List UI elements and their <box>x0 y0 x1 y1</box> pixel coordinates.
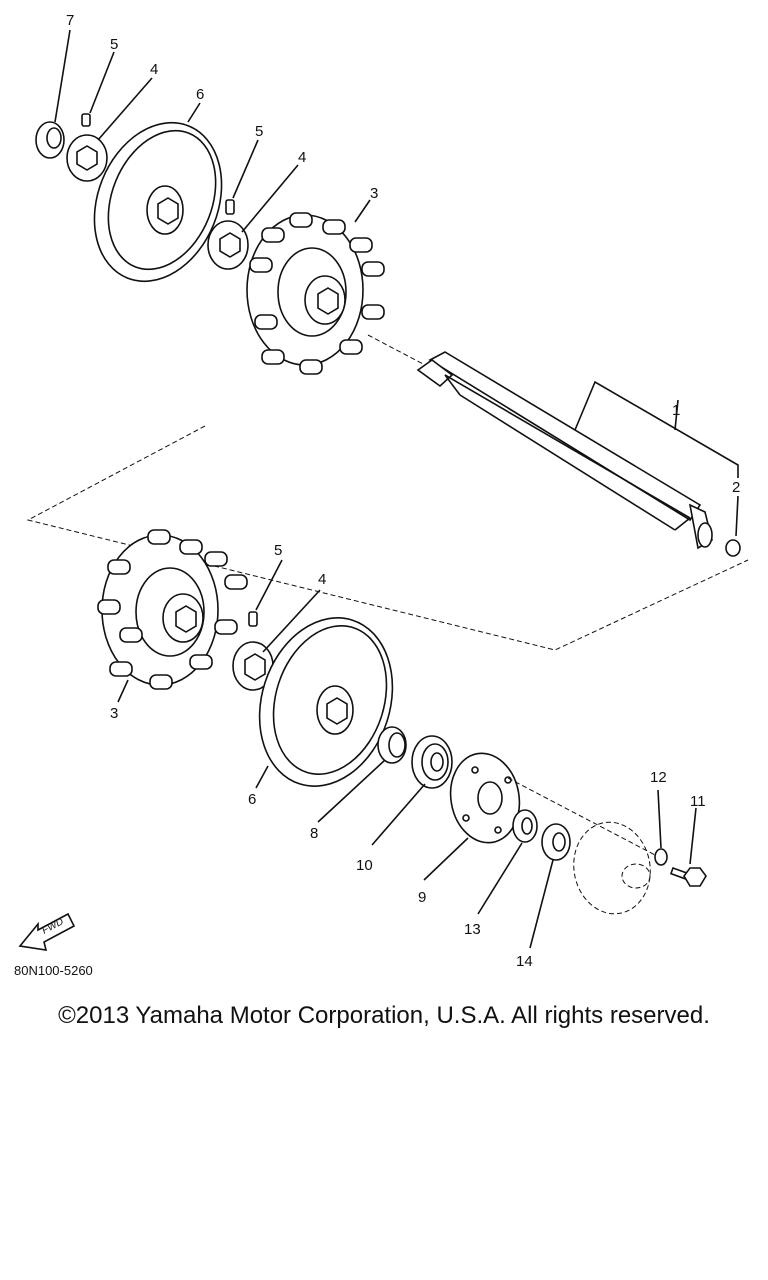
part-7-seal <box>35 121 65 159</box>
part-3-sprocket-lower <box>97 529 248 690</box>
frame-housing-outline <box>573 821 651 915</box>
part-5-pin-upper <box>81 113 91 127</box>
assembly-boundary <box>26 425 749 651</box>
diagram-reference-code: 80N100-5260 <box>14 963 93 978</box>
part-10-ball-bearing <box>411 735 453 789</box>
shaft-axis-line <box>367 334 426 366</box>
callout-2: 2 <box>732 479 740 496</box>
part-6-wheel-upper <box>93 121 223 283</box>
callout-numbers: 7 5 4 6 5 4 3 1 2 5 4 3 6 8 10 9 13 14 1… <box>66 12 740 970</box>
part-2-pin <box>725 539 741 557</box>
part-1-leader <box>574 380 739 478</box>
callout-1: 1 <box>672 402 680 419</box>
callout-6: 6 <box>196 86 204 103</box>
part-4-bearing-upper <box>66 134 108 182</box>
callout-5: 5 <box>110 36 118 53</box>
callout-8: 8 <box>310 825 318 842</box>
callout-10: 10 <box>356 857 373 874</box>
part-5-pin-middle <box>225 199 235 215</box>
part-11-bolt <box>669 866 707 887</box>
part-4-bearing-middle <box>207 220 249 270</box>
part-6-wheel-lower <box>258 617 394 787</box>
part-9-plate <box>449 752 521 844</box>
copyright-notice: ©2013 Yamaha Motor Corporation, U.S.A. A… <box>58 1002 710 1029</box>
callout-3: 3 <box>370 185 378 202</box>
callout-4: 4 <box>318 571 326 588</box>
callout-4: 4 <box>298 149 306 166</box>
callout-14: 14 <box>516 953 533 970</box>
part-8-collar <box>377 726 407 764</box>
callout-5: 5 <box>255 123 263 140</box>
callout-11: 11 <box>690 793 706 810</box>
part-13-washer <box>512 809 538 843</box>
callout-5: 5 <box>274 542 282 559</box>
callout-9: 9 <box>418 889 426 906</box>
leader-lines <box>54 29 739 949</box>
part-5-pin-lower <box>248 611 258 627</box>
callout-7: 7 <box>66 12 74 29</box>
part-1-shaft <box>416 351 713 550</box>
exploded-parts-diagram: FWD 7 5 4 6 5 4 3 1 2 5 4 3 6 <box>18 12 749 970</box>
callout-6: 6 <box>248 791 256 808</box>
part-14-seal <box>541 823 571 861</box>
callout-12: 12 <box>650 769 667 786</box>
callout-4: 4 <box>150 61 158 78</box>
part-12-washer <box>654 848 668 866</box>
callout-13: 13 <box>464 921 481 938</box>
fwd-arrow-icon: FWD <box>18 912 76 951</box>
part-3-sprocket-upper <box>246 212 385 375</box>
callout-3: 3 <box>110 705 118 722</box>
